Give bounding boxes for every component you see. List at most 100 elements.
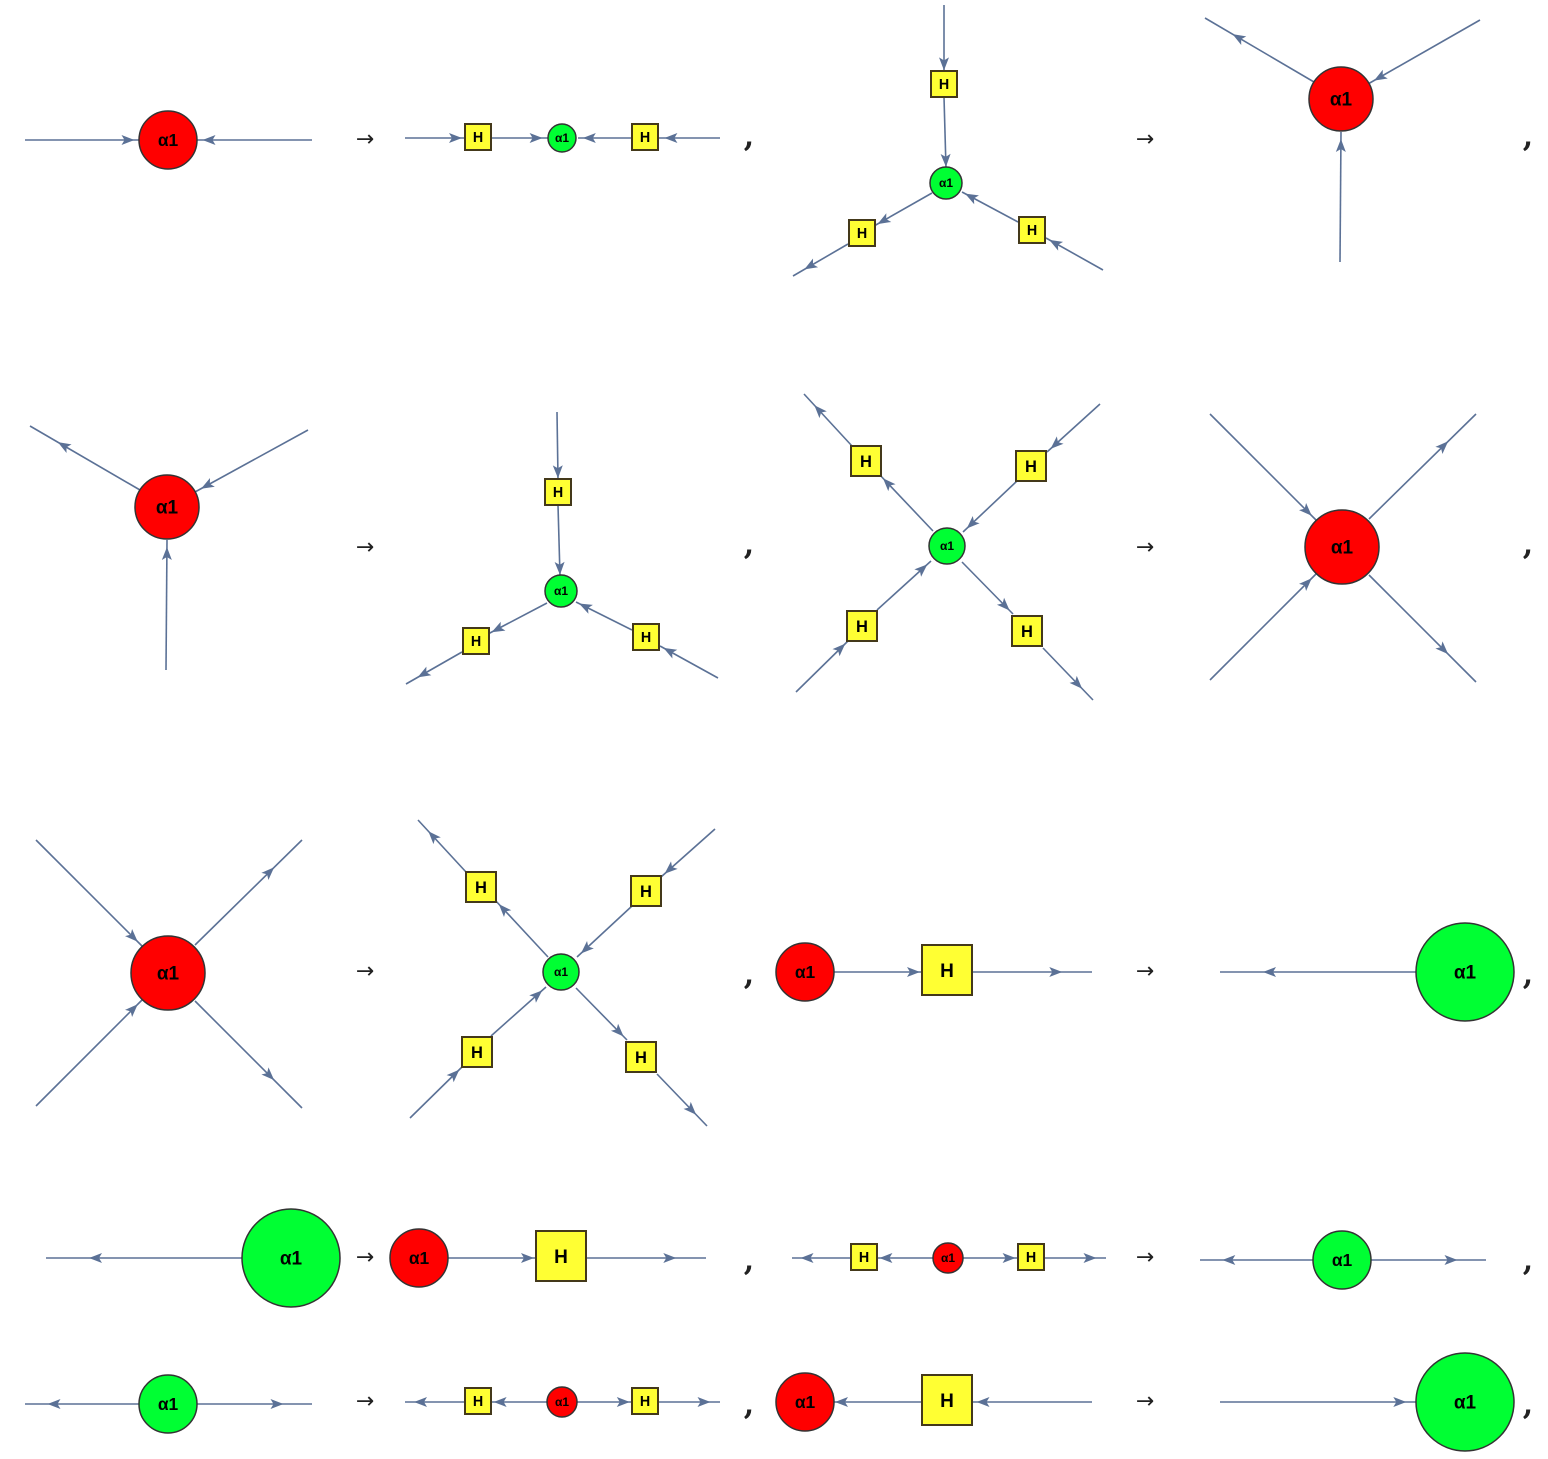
edge: [29, 425, 141, 491]
rewrite-arrow: →: [356, 1245, 374, 1270]
green-spider-node: α1: [1415, 1352, 1515, 1452]
edge-arrowhead: [417, 666, 432, 678]
rewrite-arrow: →: [1136, 535, 1154, 560]
hadamard-box: H: [631, 123, 659, 151]
separator-comma: ,: [1523, 1243, 1533, 1278]
edge-arrowhead: [89, 1253, 102, 1263]
hadamard-box: H: [1011, 615, 1043, 647]
red-spider-node: α1: [134, 474, 200, 540]
hadamard-label: H: [857, 226, 867, 242]
spider-label: α1: [1454, 963, 1477, 984]
separator-comma: ,: [744, 119, 754, 154]
edge-arrowhead: [664, 133, 678, 143]
edge: [405, 651, 463, 685]
edge: [554, 504, 565, 577]
edge-arrowhead: [939, 57, 949, 71]
hadamard-label: H: [1026, 1250, 1036, 1266]
edge: [1045, 237, 1104, 271]
edge: [961, 561, 1014, 615]
red-spider-node: α1: [932, 1242, 964, 1274]
edge: [878, 473, 934, 532]
spider-label: α1: [554, 584, 568, 598]
edge-arrowhead: [1222, 1255, 1236, 1265]
rewrite-arrow: →: [1136, 1245, 1154, 1270]
edge-arrowhead: [996, 597, 1010, 611]
hadamard-box: H: [848, 219, 876, 247]
hadamard-label: H: [939, 77, 949, 93]
red-spider-node: α1: [138, 110, 198, 170]
edge: [1204, 17, 1315, 83]
edge: [194, 1000, 303, 1109]
hadamard-box: H: [1018, 216, 1046, 244]
edge: [487, 602, 548, 635]
edge: [962, 1253, 1018, 1263]
spider-label: α1: [409, 1248, 430, 1268]
edge-arrowhead: [907, 967, 920, 977]
rewrite-arrow: →: [1136, 127, 1154, 152]
spider-label: α1: [157, 964, 180, 985]
edge-arrowhead: [616, 1397, 630, 1407]
hadamard-box: H: [464, 123, 492, 151]
edge-arrowhead: [202, 135, 216, 145]
edge: [491, 133, 548, 143]
spider-label: α1: [158, 130, 179, 150]
edge-arrowhead: [879, 1253, 893, 1263]
hadamard-box: H: [1015, 450, 1047, 482]
edge: [1044, 1253, 1106, 1263]
edge: [658, 133, 720, 143]
edge: [1209, 413, 1317, 521]
edge: [491, 1397, 548, 1407]
separator-comma: ,: [744, 527, 754, 562]
edge: [873, 192, 933, 227]
edge: [46, 1253, 242, 1263]
hadamard-label: H: [471, 1044, 483, 1062]
hadamard-box: H: [921, 1374, 973, 1426]
edge-arrowhead: [664, 861, 678, 874]
edge: [448, 1253, 535, 1263]
edge: [1220, 967, 1416, 977]
edge-arrowhead: [121, 135, 135, 145]
edge-arrowhead: [1299, 503, 1312, 516]
hadamard-label: H: [641, 630, 651, 646]
hadamard-label: H: [1025, 458, 1037, 476]
edge: [803, 393, 853, 447]
edge-arrowhead: [1335, 139, 1346, 153]
separator-comma: ,: [744, 1243, 754, 1278]
edge-arrowhead: [529, 133, 543, 143]
hadamard-box: H: [632, 623, 660, 651]
edge-arrowhead: [804, 258, 819, 270]
rewrite-arrow: →: [356, 127, 374, 152]
green-spider-node: α1: [544, 574, 578, 608]
edge-arrowhead: [1373, 69, 1388, 81]
hadamard-label: H: [640, 1394, 650, 1410]
edge: [575, 987, 628, 1041]
red-spider-node: α1: [546, 1386, 578, 1418]
edge-arrowhead: [1435, 441, 1449, 454]
edge-arrowhead: [877, 213, 892, 225]
hadamard-box: H: [850, 445, 882, 477]
hadamard-label: H: [860, 453, 872, 471]
edge: [973, 1397, 1092, 1407]
edge-arrowhead: [498, 904, 512, 918]
hadamard-box: H: [625, 1041, 657, 1073]
edge: [834, 1397, 921, 1407]
edge-arrowhead: [1299, 578, 1312, 591]
edge: [795, 639, 850, 693]
edge: [25, 1399, 139, 1409]
edge-arrowhead: [580, 940, 594, 954]
edge: [35, 999, 143, 1107]
rewrite-arrow: →: [356, 535, 374, 560]
edge-arrowhead: [966, 515, 980, 529]
hadamard-label: H: [940, 1391, 954, 1412]
hadamard-box: H: [462, 627, 490, 655]
edge-arrowhead: [414, 1397, 427, 1407]
edge-arrowhead: [663, 1253, 677, 1263]
edge-arrowhead: [914, 564, 928, 577]
edge-arrowhead: [1050, 436, 1064, 449]
hadamard-box: H: [544, 478, 572, 506]
edge-arrowhead: [579, 603, 593, 614]
edge: [961, 191, 1019, 223]
edge-arrowhead: [57, 442, 72, 454]
hadamard-label: H: [554, 1247, 568, 1268]
